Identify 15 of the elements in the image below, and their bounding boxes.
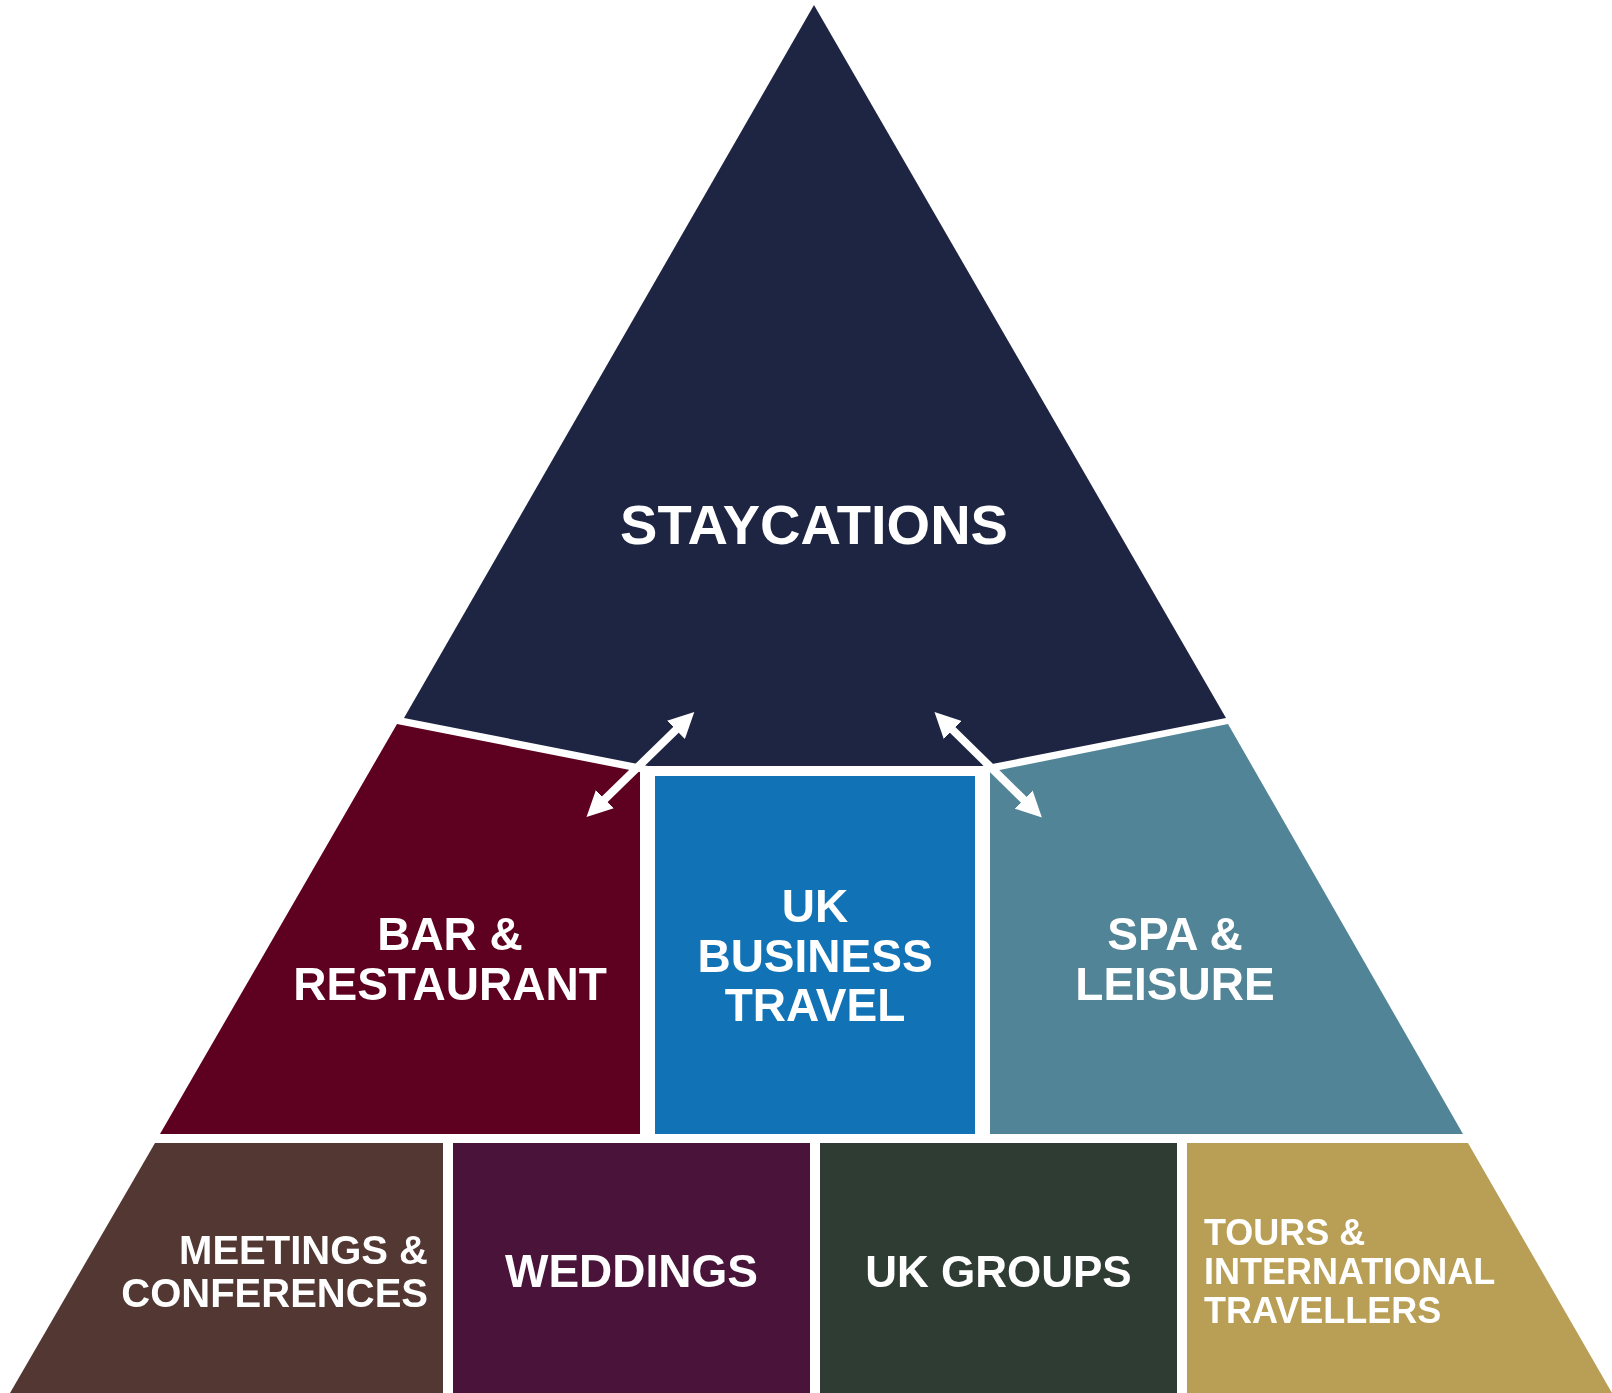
pyramid-segment	[453, 1143, 810, 1393]
segment-label: SPA & LEISURE	[1074, 910, 1276, 1010]
segment-label: WEDDINGS	[504, 1247, 759, 1297]
segment-label: UK BUSINESS TRAVEL	[696, 882, 934, 1032]
segment-label: STAYCATIONS	[619, 494, 1009, 556]
double-arrow	[934, 712, 1042, 818]
pyramid-segment	[10, 1143, 443, 1393]
pyramid-segment	[655, 776, 975, 1134]
pyramid-segment	[1187, 1143, 1612, 1393]
segment-label: BAR & RESTAURANT	[292, 910, 608, 1010]
pyramid-segment	[820, 1143, 1177, 1393]
segment-label: MEETINGS & CONFERENCES	[120, 1228, 428, 1316]
double-arrow	[586, 712, 695, 817]
segment-label: TOURS & INTERNATIONAL TRAVELLERS	[1204, 1213, 1496, 1331]
segment-label: UK GROUPS	[864, 1248, 1133, 1296]
